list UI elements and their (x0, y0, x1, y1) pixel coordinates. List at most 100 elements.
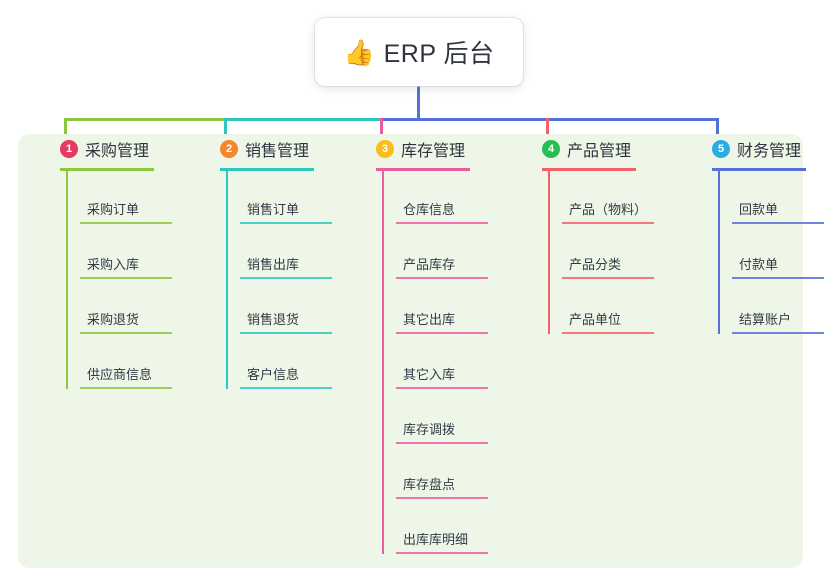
branch-column-5: 5 财务管理回款单付款单结算账户 (700, 134, 824, 361)
branch-header-3[interactable]: 3 库存管理 (364, 134, 465, 164)
branch-item[interactable]: 产品（物料） (562, 196, 654, 224)
branch-item-underline (732, 222, 824, 224)
branch-item[interactable]: 产品库存 (396, 251, 488, 279)
branch-item[interactable]: 采购订单 (80, 196, 172, 224)
branch-item-underline (396, 332, 488, 334)
branch-item-underline (396, 387, 488, 389)
branch-item[interactable]: 供应商信息 (80, 361, 172, 389)
branch-item-underline (80, 222, 172, 224)
branch-spine-2 (226, 171, 228, 389)
branch-badge-5: 5 (712, 140, 730, 158)
branch-item-label: 采购退货 (87, 312, 140, 327)
branch-item[interactable]: 销售退货 (240, 306, 332, 334)
branch-item-underline (396, 222, 488, 224)
branch-item[interactable]: 客户信息 (240, 361, 332, 389)
branch-item[interactable]: 其它入库 (396, 361, 488, 389)
branch-panel (18, 134, 803, 568)
branch-item-underline (240, 387, 332, 389)
branch-item-label: 出库库明细 (403, 532, 469, 547)
branch-underline-5 (712, 168, 806, 171)
branch-item-underline (396, 552, 488, 554)
branch-title-2: 销售管理 (245, 143, 310, 160)
branch-item-label: 采购订单 (87, 202, 140, 217)
branch-title-4: 产品管理 (567, 143, 632, 160)
branch-item[interactable]: 付款单 (732, 251, 824, 279)
branch-item-underline (80, 387, 172, 389)
branch-item-underline (240, 222, 332, 224)
branch-item[interactable]: 回款单 (732, 196, 824, 224)
branch-underline-2 (220, 168, 314, 171)
branch-item[interactable]: 仓库信息 (396, 196, 488, 224)
branch-item[interactable]: 采购入库 (80, 251, 172, 279)
branch-underline-4 (542, 168, 636, 171)
connector-bus-segment-3 (380, 118, 719, 121)
branch-badge-2: 2 (220, 140, 238, 158)
branch-title-3: 库存管理 (401, 143, 466, 160)
branch-item-label: 客户信息 (247, 367, 300, 382)
branch-item-label: 其它入库 (403, 367, 456, 382)
branch-item-label: 采购入库 (87, 257, 140, 272)
branch-item[interactable]: 采购退货 (80, 306, 172, 334)
branch-item-label: 付款单 (739, 257, 779, 272)
branch-item-label: 回款单 (739, 202, 779, 217)
branch-item-label: 产品分类 (569, 257, 622, 272)
branch-header-2[interactable]: 2 销售管理 (208, 134, 309, 164)
branch-item-label: 其它出库 (403, 312, 456, 327)
branch-spine-4 (548, 171, 550, 334)
branch-underline-3 (376, 168, 470, 171)
branch-item-label: 供应商信息 (87, 367, 153, 382)
branch-header-5[interactable]: 5 财务管理 (700, 134, 801, 164)
branch-item[interactable]: 产品单位 (562, 306, 654, 334)
branch-column-4: 4 产品管理产品（物料） 产品分类产品单位 (530, 134, 654, 361)
branch-item-label: 销售订单 (247, 202, 300, 217)
branch-badge-3: 3 (376, 140, 394, 158)
branch-underline-1 (60, 168, 154, 171)
branch-item-label: 库存盘点 (403, 477, 456, 492)
branch-item-underline (396, 497, 488, 499)
branch-item[interactable]: 出库库明细 (396, 526, 488, 554)
branch-item-label: 销售出库 (247, 257, 300, 272)
branch-item-underline (732, 277, 824, 279)
branch-spine-1 (66, 171, 68, 389)
branch-item-underline (80, 277, 172, 279)
branch-item[interactable]: 销售出库 (240, 251, 332, 279)
branch-header-1[interactable]: 1 采购管理 (48, 134, 149, 164)
branch-item-underline (396, 277, 488, 279)
branch-item[interactable]: 其它出库 (396, 306, 488, 334)
branch-column-2: 2 销售管理销售订单销售出库销售退货客户信息 (208, 134, 332, 416)
branch-item-underline (562, 332, 654, 334)
branch-item-label: 销售退货 (247, 312, 300, 327)
branch-item-label: 产品单位 (569, 312, 622, 327)
branch-title-5: 财务管理 (737, 143, 802, 160)
branch-item-underline (240, 332, 332, 334)
root-node[interactable]: 👍 ERP 后台 (315, 18, 523, 86)
branch-badge-1: 1 (60, 140, 78, 158)
branch-item-label: 仓库信息 (403, 202, 456, 217)
branch-item-label: 产品库存 (403, 257, 456, 272)
connector-bus-segment-2 (224, 118, 380, 121)
branch-item[interactable]: 产品分类 (562, 251, 654, 279)
branch-item-label: 产品（物料） (569, 202, 648, 217)
branch-spine-3 (382, 171, 384, 554)
branch-item[interactable]: 结算账户 (732, 306, 824, 334)
root-node-title: ERP 后台 (383, 40, 495, 68)
connector-bus-segment-1 (64, 118, 224, 121)
branch-spine-5 (718, 171, 720, 334)
branch-item[interactable]: 库存盘点 (396, 471, 488, 499)
branch-item-underline (80, 332, 172, 334)
branch-item-underline (562, 277, 654, 279)
branch-title-1: 采购管理 (85, 143, 150, 160)
branch-item-underline (562, 222, 654, 224)
branch-badge-4: 4 (542, 140, 560, 158)
branch-item-underline (732, 332, 824, 334)
branch-column-1: 1 采购管理采购订单采购入库采购退货供应商信息 (48, 134, 172, 416)
thumbs-up-icon: 👍 (343, 38, 375, 67)
branch-header-4[interactable]: 4 产品管理 (530, 134, 631, 164)
branch-item-underline (396, 442, 488, 444)
connector-root-stem (417, 84, 420, 120)
branch-item-underline (240, 277, 332, 279)
branch-column-3: 3 库存管理仓库信息产品库存其它出库其它入库库存调拨库存盘点出库库明细 (364, 134, 488, 581)
branch-item[interactable]: 销售订单 (240, 196, 332, 224)
branch-item[interactable]: 库存调拨 (396, 416, 488, 444)
